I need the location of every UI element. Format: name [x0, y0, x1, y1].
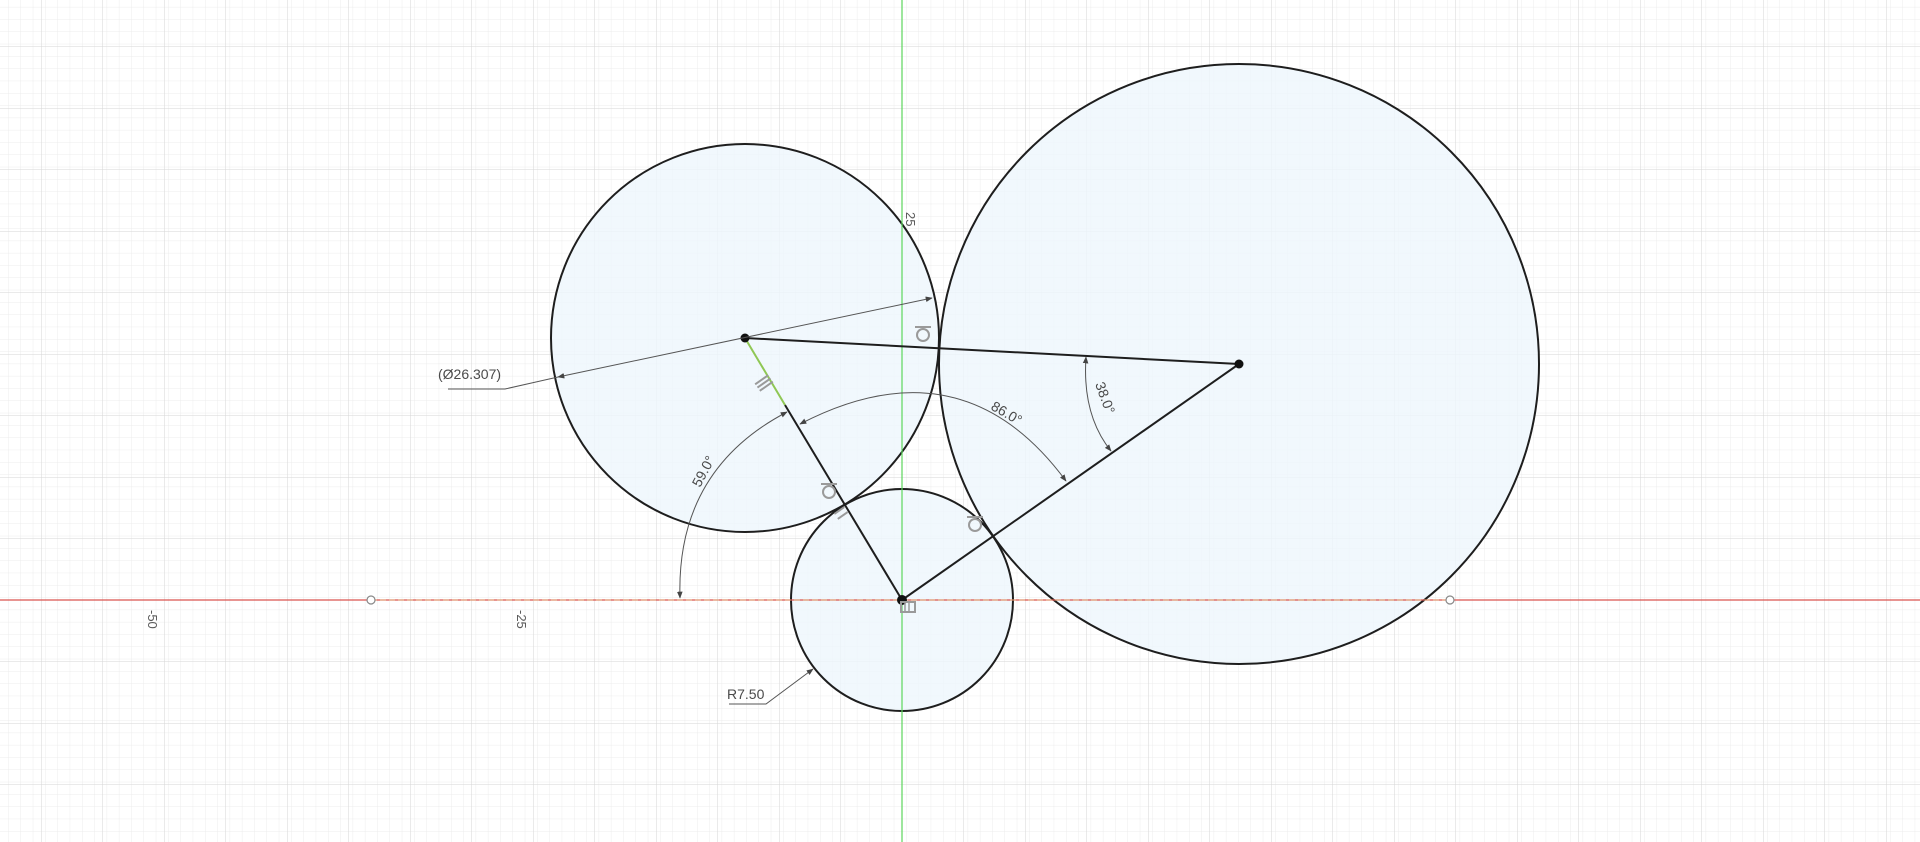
tangent-icon[interactable]	[821, 483, 837, 499]
axis-label-y-25: 25	[903, 212, 918, 226]
radius-dimension-text[interactable]: R7.50	[727, 686, 765, 702]
diameter-leader	[448, 376, 559, 390]
tangent-icon[interactable]	[967, 516, 983, 532]
diameter-dimension-text[interactable]: (Ø26.307)	[438, 366, 501, 382]
fix-icon[interactable]	[900, 601, 916, 613]
axis-endpoint-right[interactable]	[1445, 595, 1455, 605]
angle-arc-38[interactable]	[1082, 356, 1112, 452]
line-origin-to-right[interactable]	[901, 363, 1240, 601]
angle-arc-86[interactable]	[799, 392, 1067, 482]
axis-label-x-neg25: -25	[514, 610, 529, 629]
radius-leader[interactable]	[729, 668, 814, 705]
angle-arc-59[interactable]	[677, 411, 788, 599]
point-right-center[interactable]	[1234, 359, 1244, 369]
parallel-icon[interactable]	[754, 374, 774, 392]
coincident-icon[interactable]	[833, 506, 849, 520]
diameter-dim-line[interactable]	[557, 296, 933, 379]
axis-label-x-neg50: -50	[145, 610, 160, 629]
axis-endpoint-left[interactable]	[366, 595, 376, 605]
tangent-icon[interactable]	[915, 326, 931, 342]
